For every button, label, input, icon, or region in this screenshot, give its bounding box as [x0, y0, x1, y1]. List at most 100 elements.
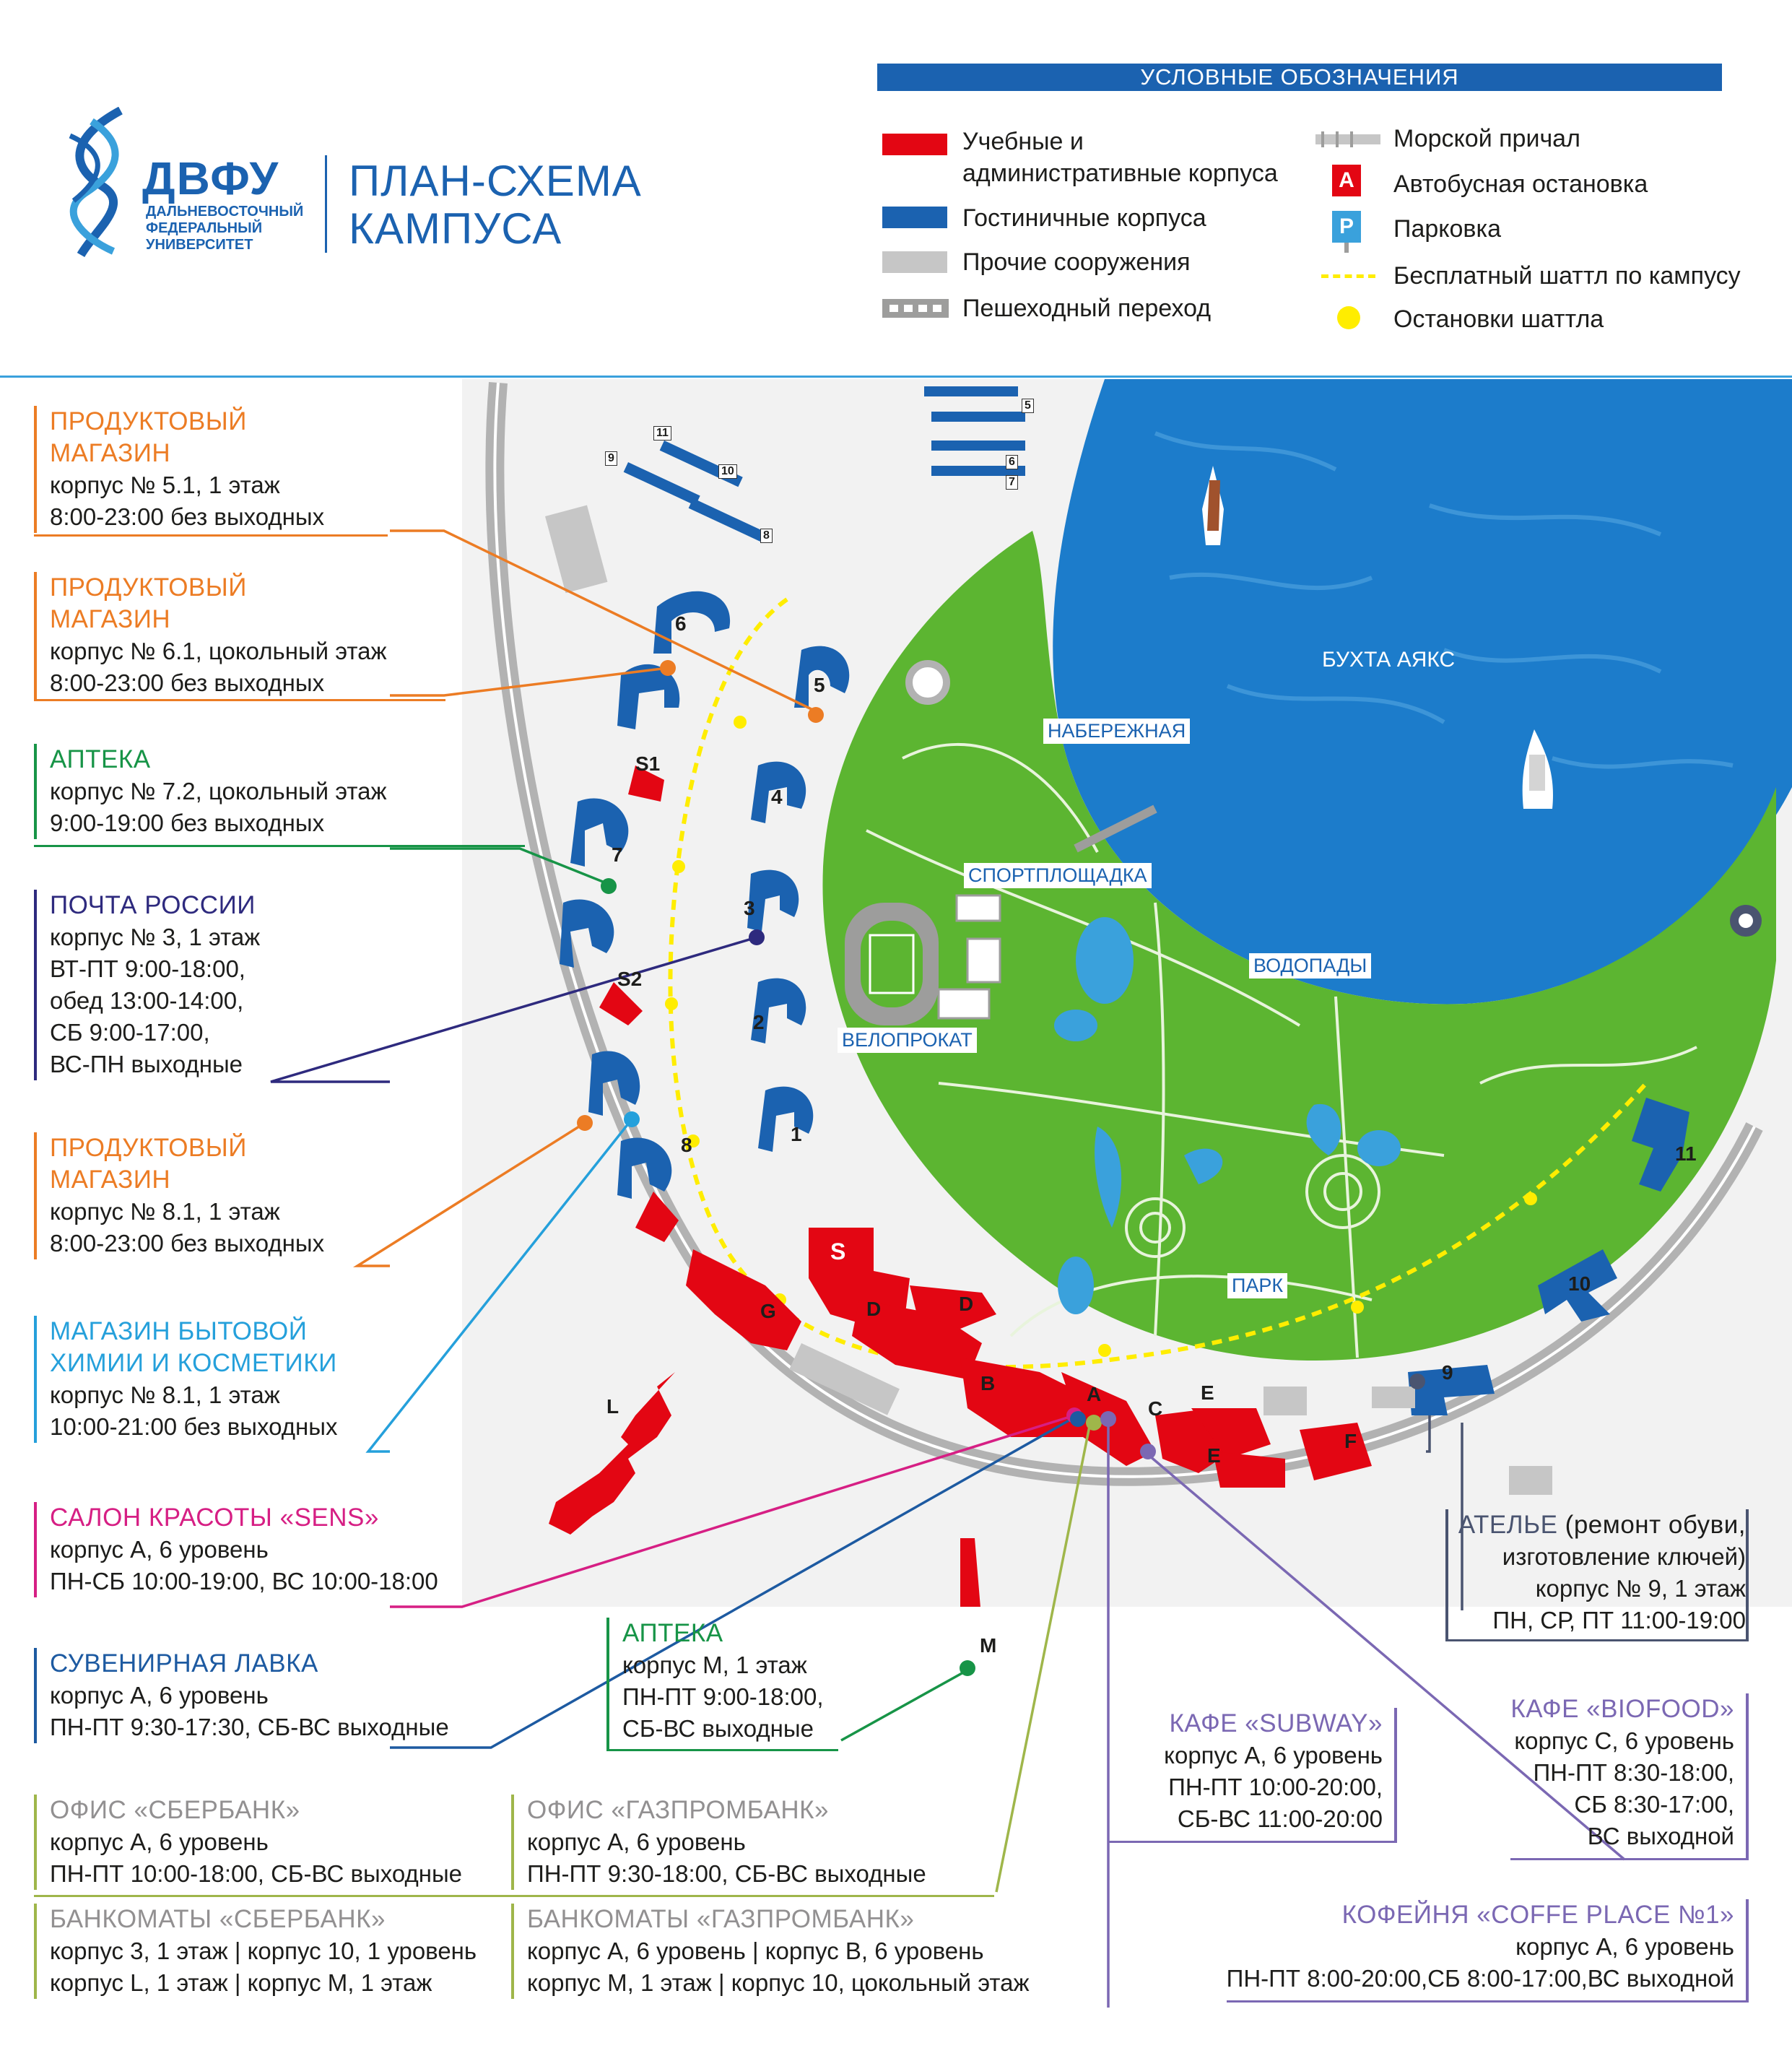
- legend-label-shuttle: Бесплатный шаттл по кампусу: [1393, 262, 1741, 290]
- info-text: ПН-ПТ 9:00-18:00,: [622, 1683, 824, 1710]
- building-4[interactable]: 4: [771, 786, 783, 808]
- legend-label-shuttle-stops: Остановки шаттла: [1393, 305, 1604, 333]
- building-m[interactable]: M: [980, 1634, 997, 1657]
- info-text: 8:00-23:00 без выходных: [50, 669, 325, 696]
- info-coffee-place: КОФЕЙНЯ «COFFE PLACE №1» корпус А, 6 уро…: [1226, 1899, 1749, 2003]
- stadium: [845, 903, 939, 1025]
- bay-label: БУХТА АЯКС: [1322, 648, 1456, 672]
- info-title-line: КАФЕ «BIOFOOD»: [1510, 1695, 1734, 1723]
- info-text: 8:00-23:00 без выходных: [50, 1230, 325, 1257]
- info-gazprombank-atm: БАНКОМАТЫ «ГАЗПРОМБАНК» корпус А, 6 уров…: [511, 1904, 1030, 1999]
- parking-icon: Р: [1332, 211, 1361, 243]
- info-atelier: АТЕЛЬЕ (ремонт обуви, изготовление ключе…: [1445, 1509, 1749, 1641]
- info-title-line: МАГАЗИН: [50, 439, 171, 467]
- north-number-7: 7: [1006, 475, 1018, 490]
- info-beauty-salon: САЛОН КРАСОТЫ «SENS» корпус А, 6 уровень…: [34, 1502, 438, 1597]
- info-text: корпус № 8.1, 1 этаж: [50, 1198, 280, 1225]
- building-s2[interactable]: S2: [617, 968, 643, 990]
- building-a[interactable]: A: [1087, 1383, 1102, 1405]
- info-title-line: ПОЧТА РОССИИ: [50, 891, 256, 919]
- info-grocery-8: ПРОДУКТОВЫЙ МАГАЗИН корпус № 8.1, 1 этаж…: [34, 1132, 324, 1259]
- info-title-line: КАФЕ «SUBWAY»: [1169, 1709, 1383, 1737]
- info-pharmacy-7: АПТЕКА корпус № 7.2, цокольный этаж 9:00…: [34, 744, 387, 839]
- info-text: 9:00-19:00 без выходных: [50, 810, 325, 836]
- label-bike-rental: ВЕЛОПРОКАТ: [838, 1028, 977, 1053]
- info-text: ПН-ПТ 8:30-18:00,: [1533, 1759, 1734, 1786]
- building-6[interactable]: 6: [675, 612, 687, 635]
- info-title-line: БАНКОМАТЫ «ГАЗПРОМБАНК»: [527, 1905, 915, 1933]
- info-text: корпус М, 1 этаж: [622, 1652, 807, 1678]
- label-sports-ground: СПОРТПЛОЩАДКА: [964, 863, 1152, 888]
- building-f[interactable]: F: [1344, 1430, 1357, 1452]
- building-s1[interactable]: S1: [635, 752, 661, 775]
- north-number-6: 6: [1006, 455, 1018, 469]
- logo-line-2: ФЕДЕРАЛЬНЫЙ: [146, 220, 263, 236]
- legend-label-crosswalk: Пешеходный переход: [962, 295, 1212, 322]
- info-pharmacy-m: АПТЕКА корпус М, 1 этаж ПН-ПТ 9:00-18:00…: [606, 1618, 838, 1751]
- info-souvenir-shop: СУВЕНИРНАЯ ЛАВКА корпус А, 6 уровень ПН-…: [34, 1648, 449, 1743]
- info-text: ПН-ПТ 9:30-18:00, СБ-ВС выходные: [527, 1860, 926, 1887]
- building-c[interactable]: C: [1148, 1397, 1163, 1420]
- building-9[interactable]: 9: [1442, 1361, 1453, 1384]
- info-text: корпус С, 6 уровень: [1514, 1727, 1734, 1754]
- label-embankment: НАБЕРЕЖНАЯ: [1043, 719, 1191, 744]
- legend-label-other: Прочие сооружения: [962, 248, 1191, 276]
- info-title-line: АТЕЛЬЕ: [1458, 1511, 1558, 1539]
- building-10[interactable]: 10: [1568, 1272, 1591, 1295]
- bus-stop-icon: А: [1332, 165, 1361, 196]
- info-text: ВС выходной: [1587, 1823, 1734, 1849]
- shuttle-stop-icon: [1337, 306, 1360, 329]
- building-11[interactable]: 11: [1675, 1142, 1697, 1165]
- info-title-line: МАГАЗИН БЫТОВОЙ: [50, 1317, 308, 1345]
- page-title-line-1: ПЛАН-СХЕМА: [349, 157, 642, 205]
- info-text: обед 13:00-14:00,: [50, 987, 244, 1014]
- info-gazprombank-office: ОФИС «ГАЗПРОМБАНК» корпус А, 6 уровень П…: [511, 1795, 926, 1890]
- building-d-2[interactable]: D: [959, 1293, 974, 1315]
- info-subway: КАФЕ «SUBWAY» корпус А, 6 уровень ПН-ПТ …: [1108, 1708, 1397, 1843]
- info-russian-post: ПОЧТА РОССИИ корпус № 3, 1 этаж ВТ-ПТ 9:…: [34, 890, 260, 1080]
- bay-water: [1053, 379, 1792, 1005]
- info-title-line: ХИМИИ И КОСМЕТИКИ: [50, 1349, 337, 1377]
- info-text: СБ 9:00-17:00,: [50, 1019, 210, 1046]
- info-household-chemistry: МАГАЗИН БЫТОВОЙ ХИМИИ И КОСМЕТИКИ корпус…: [34, 1316, 337, 1443]
- info-text: ПН-ПТ 8:00-20:00,СБ 8:00-17:00,ВС выходн…: [1226, 1965, 1734, 1992]
- info-title-line: САЛОН КРАСОТЫ «SENS»: [50, 1504, 379, 1532]
- info-text: корпус № 5.1, 1 этаж: [50, 472, 280, 498]
- building-1[interactable]: 1: [791, 1123, 802, 1145]
- info-text: корпус № 7.2, цокольный этаж: [50, 778, 387, 804]
- building-b[interactable]: B: [980, 1372, 996, 1394]
- info-title-line: ПРОДУКТОВЫЙ: [50, 1134, 247, 1162]
- legend-label-hotel: Гостиничные корпуса: [962, 204, 1206, 232]
- north-number-11: 11: [653, 426, 671, 441]
- info-text: ПН-ПТ 10:00-18:00, СБ-ВС выходные: [50, 1860, 463, 1887]
- info-text: изготовление ключей): [1502, 1543, 1746, 1570]
- page-title-line-2: КАМПУСА: [349, 204, 562, 253]
- info-text: 8:00-23:00 без выходных: [50, 503, 325, 530]
- logo-helix-icon: [69, 107, 123, 258]
- building-l[interactable]: L: [606, 1395, 619, 1418]
- info-title-line: БАНКОМАТЫ «СБЕРБАНК»: [50, 1905, 386, 1933]
- building-e-2[interactable]: E: [1207, 1444, 1221, 1467]
- building-3[interactable]: 3: [744, 897, 755, 919]
- info-text: корпус М, 1 этаж | корпус 10, цокольный …: [527, 1969, 1030, 1996]
- logo-line-3: УНИВЕРСИТЕТ: [146, 237, 253, 253]
- info-title-line: ПРОДУКТОВЫЙ: [50, 573, 247, 602]
- legend-label-parking: Парковка: [1393, 215, 1502, 243]
- info-text: корпус А, 6 уровень: [50, 1828, 269, 1855]
- building-g[interactable]: G: [760, 1300, 776, 1322]
- info-text: корпус А, 6 уровень: [50, 1536, 269, 1563]
- building-d-1[interactable]: D: [866, 1298, 882, 1320]
- building-7[interactable]: 7: [612, 843, 623, 866]
- building-s[interactable]: S: [830, 1238, 846, 1264]
- legend-label-academic: Учебные и административные корпуса: [962, 128, 1278, 187]
- building-5[interactable]: 5: [814, 674, 825, 696]
- info-title-line: МАГАЗИН: [50, 605, 171, 633]
- info-text: корпус А, 6 уровень: [1515, 1933, 1734, 1960]
- info-grocery-5: ПРОДУКТОВЫЙ МАГАЗИН корпус № 5.1, 1 этаж…: [34, 406, 324, 533]
- info-grocery-6: ПРОДУКТОВЫЙ МАГАЗИН корпус № 6.1, цоколь…: [34, 572, 387, 699]
- logo-line-1: ДАЛЬНЕВОСТОЧНЫЙ: [146, 204, 304, 220]
- building-e-1[interactable]: E: [1201, 1381, 1214, 1404]
- building-8[interactable]: 8: [681, 1134, 692, 1156]
- building-2[interactable]: 2: [753, 1011, 765, 1033]
